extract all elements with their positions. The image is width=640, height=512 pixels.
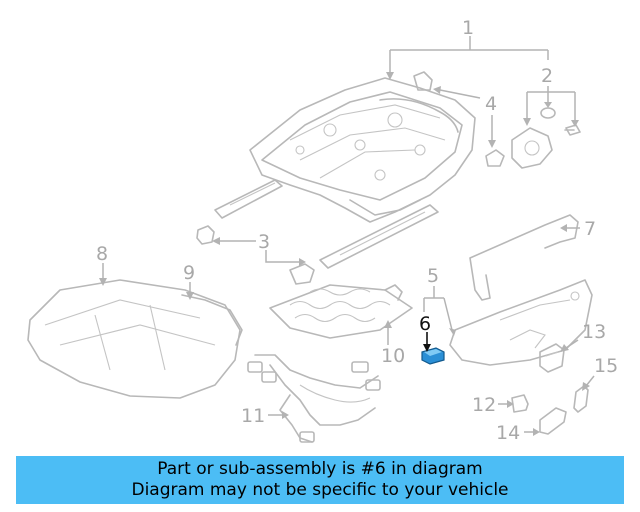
callout-3: 3 [258,231,270,253]
clip-part-6-highlighted [421,347,445,365]
leader-lines [99,36,595,436]
callout-labels: 1 2 3 4 5 6 7 8 9 10 11 12 13 14 15 [96,17,618,444]
callout-8: 8 [96,243,108,265]
knob-part-14 [539,407,567,435]
clip-part-3 [196,225,315,285]
callout-7: 7 [584,218,596,240]
wiring-harness-part-11 [247,354,381,443]
seat-cushion-part-8 [27,279,241,399]
banner-part-line: Part or sub-assembly is #6 in diagram [157,459,483,479]
switch-part-13 [539,343,565,373]
callout-10: 10 [381,345,405,367]
callout-5: 5 [427,265,439,287]
seat-frame-part-1 [214,77,476,269]
callout-1: 1 [462,17,474,39]
callout-2: 2 [541,65,553,87]
spring-mat-part-10 [269,284,413,339]
callout-6-highlighted: 6 [419,313,431,335]
info-banner: Part or sub-assembly is #6 in diagram Di… [16,456,624,504]
recliner-cover-part-2 [511,107,581,169]
callout-12: 12 [472,394,496,416]
side-shield-part-5 [449,279,593,366]
callout-9: 9 [183,262,195,284]
clip-part-12 [511,394,529,413]
cushion-cover-part-9 [181,294,243,346]
bracket-part-4 [413,71,505,167]
cap-part-15 [573,385,589,413]
wire-frame-part-7 [469,214,579,301]
callout-13: 13 [582,321,606,343]
callout-14: 14 [496,422,520,444]
callout-11: 11 [241,405,265,427]
banner-disclaimer-line: Diagram may not be specific to your vehi… [131,480,509,500]
callout-4: 4 [485,93,497,115]
callout-15: 15 [594,355,618,377]
